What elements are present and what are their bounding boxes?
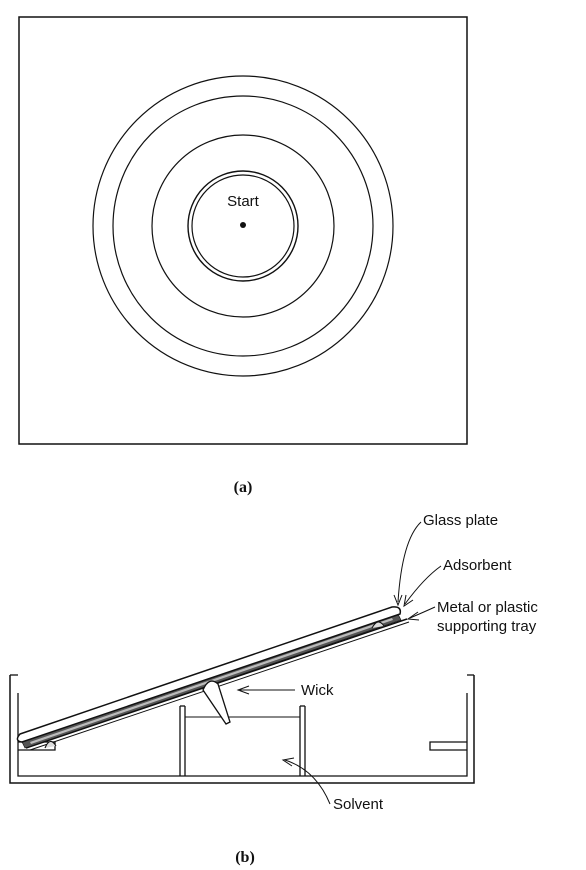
svg-text:supporting tray: supporting tray bbox=[437, 618, 537, 635]
plate-square bbox=[18, 16, 468, 445]
svg-text:Solvent: Solvent bbox=[333, 796, 384, 813]
label-solvent: Solvent bbox=[281, 757, 384, 813]
svg-text:Wick: Wick bbox=[301, 682, 334, 699]
right-ledge bbox=[429, 741, 467, 751]
label-wick: Wick bbox=[236, 682, 334, 699]
glass-plate bbox=[16, 606, 402, 743]
label-adsorbent: Adsorbent bbox=[403, 557, 512, 608]
caption-a: (a) bbox=[234, 479, 253, 496]
panel-a: Start (a) bbox=[18, 16, 468, 496]
caption-b: (b) bbox=[235, 849, 255, 866]
left-support bbox=[44, 740, 57, 749]
svg-text:Adsorbent: Adsorbent bbox=[443, 557, 512, 574]
third-ring bbox=[151, 134, 335, 318]
start-dot bbox=[240, 222, 246, 228]
wick bbox=[202, 680, 231, 725]
outer-ring bbox=[92, 75, 394, 377]
right-support bbox=[371, 621, 385, 629]
plate-assembly bbox=[16, 606, 410, 751]
tank-inner-wall bbox=[17, 693, 468, 777]
inner-ring-inner bbox=[191, 174, 295, 278]
second-ring bbox=[112, 95, 374, 357]
panel-b: Glass plate Adsorbent Metal or plastic s… bbox=[9, 512, 538, 866]
label-supporting-tray: Metal or plastic supporting tray bbox=[406, 599, 538, 635]
svg-text:Glass plate: Glass plate bbox=[423, 512, 498, 529]
start-label: Start bbox=[227, 193, 260, 210]
tank-outer-wall bbox=[9, 675, 475, 784]
svg-text:Metal or plastic: Metal or plastic bbox=[437, 599, 538, 616]
inner-ring-outer bbox=[187, 170, 299, 282]
label-glass-plate: Glass plate bbox=[393, 512, 498, 607]
solvent-trough bbox=[179, 705, 306, 776]
